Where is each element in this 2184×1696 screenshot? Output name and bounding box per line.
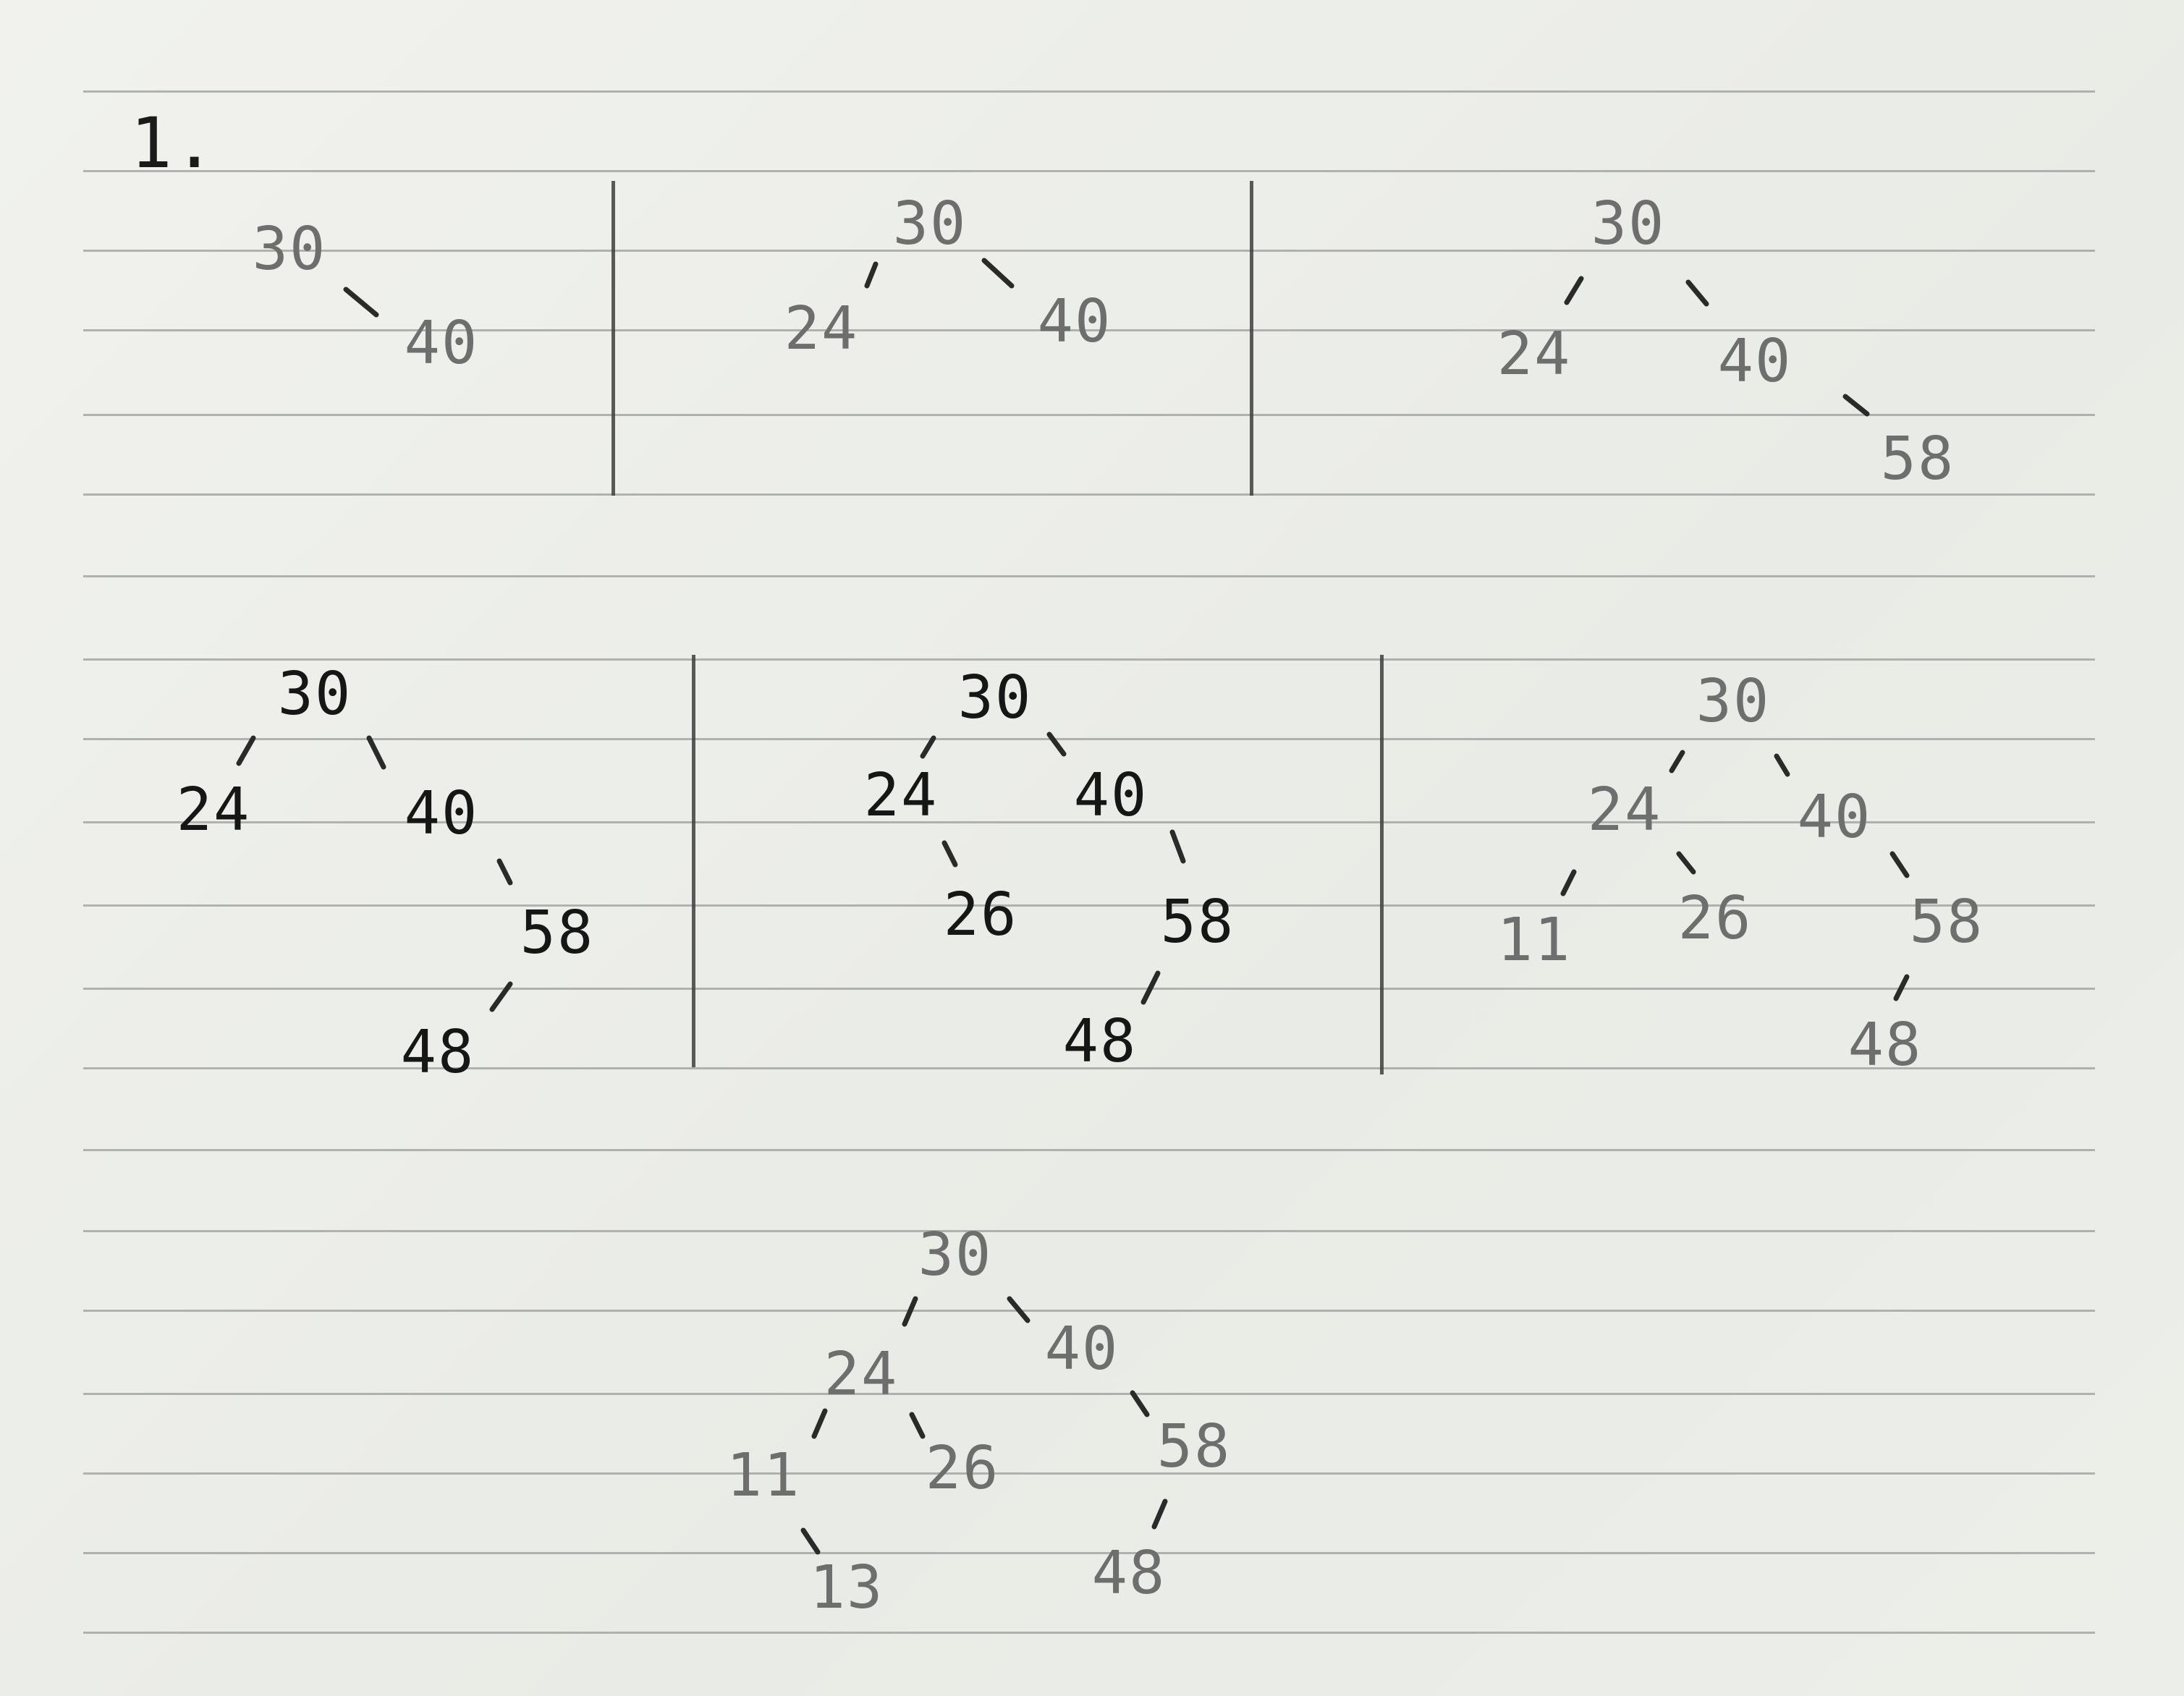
tree-node: 40 (404, 309, 479, 378)
tree-node: 40 (1717, 327, 1793, 396)
tree-node: 24 (863, 761, 939, 830)
tree-node: 30 (1696, 667, 1771, 736)
tree-node: 58 (1160, 888, 1235, 957)
ruled-line (83, 1067, 2095, 1069)
tree-node: 30 (892, 190, 968, 258)
tree-edge (941, 840, 958, 868)
tree-edge (366, 735, 386, 770)
tree-node: 40 (404, 779, 479, 848)
ruled-line (83, 575, 2095, 577)
ruled-line (83, 988, 2095, 990)
column-divider (1380, 655, 1384, 1074)
ruled-line (83, 738, 2095, 740)
tree-edge (1140, 970, 1161, 1005)
tree-node: 30 (277, 660, 352, 729)
ruled-line (83, 329, 2095, 331)
tree-edge (1774, 753, 1790, 777)
tree-edge (489, 981, 513, 1012)
tree-edge (1669, 750, 1685, 773)
tree-node: 24 (176, 776, 251, 844)
tree-edge (1560, 869, 1577, 896)
tree-edge (811, 1408, 828, 1439)
tree-edge (1685, 279, 1709, 307)
tree-edge (1564, 276, 1584, 305)
tree-node: 24 (824, 1340, 899, 1409)
ruled-line (83, 170, 2095, 172)
tree-node: 11 (1497, 906, 1572, 975)
ruled-line (83, 90, 2095, 93)
tree-edge (1842, 394, 1870, 417)
column-divider (1250, 181, 1253, 496)
ruled-line (83, 904, 2095, 907)
tree-node: 24 (1587, 776, 1662, 844)
tree-node: 13 (809, 1553, 884, 1622)
tree-edge (1676, 851, 1696, 875)
tree-node: 11 (726, 1441, 801, 1510)
tree-node: 58 (1156, 1412, 1232, 1481)
tree-node: 40 (1073, 761, 1148, 830)
column-divider (692, 655, 695, 1067)
ruled-line (83, 250, 2095, 252)
tree-edge (800, 1527, 821, 1555)
tree-node: 26 (1677, 884, 1753, 953)
tree-node: 26 (943, 881, 1018, 949)
tree-node: 48 (400, 1018, 475, 1087)
tree-node: 26 (925, 1434, 1000, 1503)
tree-node: 30 (252, 215, 327, 284)
tree-node: 48 (1062, 1007, 1138, 1076)
ruled-line (83, 1552, 2095, 1554)
tree-node: 30 (918, 1221, 993, 1289)
ruled-line (83, 1632, 2095, 1634)
tree-edge (236, 735, 256, 766)
tree-node: 58 (1909, 888, 1984, 957)
tree-node: 40 (1044, 1315, 1119, 1383)
tree-node: 48 (1847, 1011, 1923, 1080)
column-divider (611, 181, 615, 496)
tree-edge (864, 261, 879, 289)
tree-node: 24 (784, 294, 859, 363)
tree-edge (1007, 1296, 1030, 1323)
tree-edge (1889, 851, 1910, 878)
tree-edge (343, 287, 379, 318)
tree-node: 24 (1497, 320, 1572, 389)
ruled-line (83, 1472, 2095, 1475)
ruled-line (83, 1393, 2095, 1395)
tree-edge (1151, 1498, 1168, 1530)
ruled-line (83, 493, 2095, 496)
ruled-line (83, 1310, 2095, 1312)
tree-edge (1130, 1390, 1150, 1417)
tree-node: 58 (520, 899, 595, 967)
tree-edge (1046, 732, 1067, 757)
tree-edge (902, 1296, 918, 1327)
tree-node: 48 (1091, 1539, 1167, 1608)
tree-node: 58 (1880, 425, 1955, 493)
tree-edge (909, 1412, 926, 1439)
ruled-line (83, 414, 2095, 416)
tree-edge (981, 258, 1015, 289)
tree-edge (1893, 974, 1910, 1001)
tree-edge (920, 735, 936, 759)
tree-edge (496, 858, 513, 886)
ruled-line (83, 1230, 2095, 1232)
ruled-line (83, 658, 2095, 661)
tree-node: 40 (1797, 783, 1872, 852)
ruled-line (83, 1149, 2095, 1151)
tree-node: 30 (1591, 190, 1666, 258)
ruled-line (83, 821, 2095, 823)
tree-node: 40 (1037, 287, 1112, 356)
problem-number: 1. (130, 103, 217, 184)
tree-node: 30 (957, 663, 1033, 732)
tree-edge (1169, 829, 1186, 864)
